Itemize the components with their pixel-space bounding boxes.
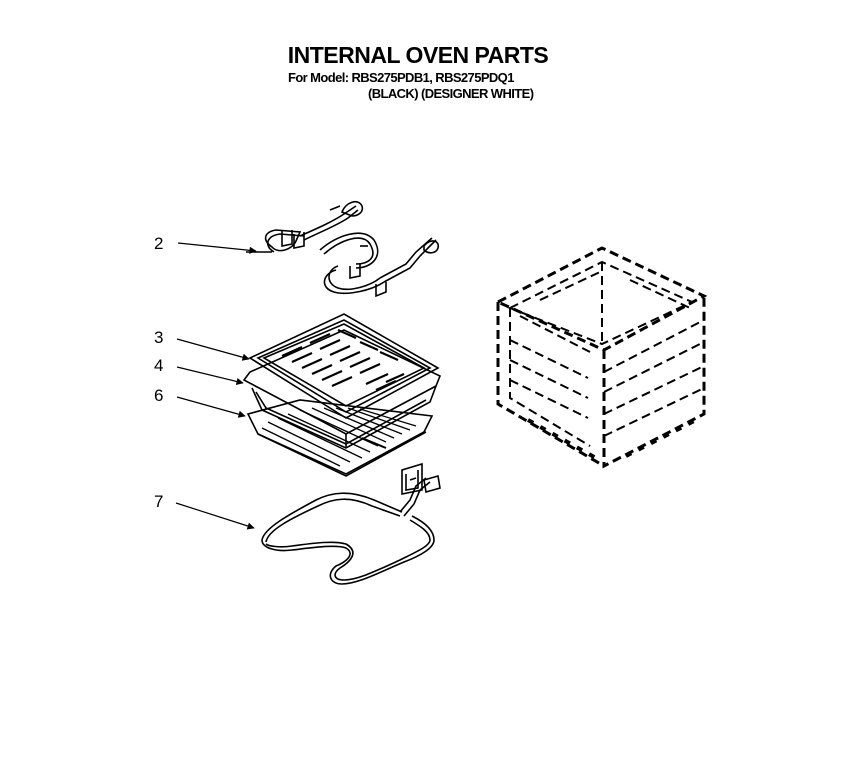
oven-liner xyxy=(494,246,708,469)
callout-7: 7 xyxy=(154,492,164,511)
leader-arrows xyxy=(175,242,257,530)
drip-tray xyxy=(246,399,434,477)
leader-arrow-4 xyxy=(176,366,244,385)
callout-4: 4 xyxy=(154,356,164,375)
page-title: INTERNAL OVEN PARTS xyxy=(287,42,549,68)
callout-6: 6 xyxy=(154,386,164,405)
broil-element xyxy=(246,200,440,298)
callout-2: 2 xyxy=(154,234,164,253)
model-colors: (BLACK) (DESIGNER WHITE) xyxy=(368,86,534,101)
leader-arrow-2 xyxy=(177,242,257,254)
broiler-pan-grid xyxy=(248,313,440,419)
callout-3: 3 xyxy=(154,328,164,347)
leader-arrow-6 xyxy=(176,396,246,418)
model-numbers: For Model: RBS275PDB1, RBS275PDQ1 xyxy=(288,70,514,85)
leader-arrow-7 xyxy=(175,502,255,530)
leader-arrow-3 xyxy=(176,338,250,361)
bake-element xyxy=(261,462,441,585)
